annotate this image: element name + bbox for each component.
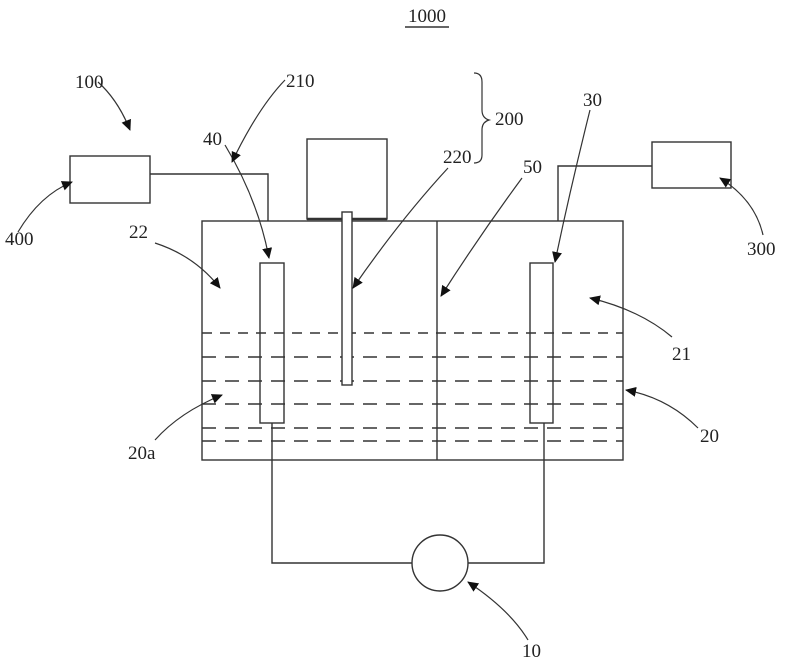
leader-50 [440,177,523,297]
probe-220 [341,211,353,386]
electrode-30 [529,262,554,424]
label-210: 210 [286,71,315,92]
leader-20 [625,386,699,429]
label-40: 40 [203,129,222,150]
label-20: 20 [700,426,719,447]
box-300 [651,141,732,189]
leader-100 [97,81,131,131]
label-20a: 20a [128,443,156,464]
label-30: 30 [583,90,602,111]
box-400 [69,155,151,204]
label-21: 21 [672,344,691,365]
leader-210 [231,79,286,163]
connector-400 [150,173,269,221]
wire-right [468,423,545,564]
label-100: 100 [75,72,104,93]
leader-400 [17,181,73,233]
connector-300 [557,165,652,221]
box-210 [306,138,388,220]
leader-21 [589,295,673,338]
label-10: 10 [522,641,541,662]
label-400: 400 [5,229,34,250]
label-220: 220 [443,147,472,168]
leader-220 [352,167,449,289]
label-300: 300 [747,239,776,260]
tank-20 [201,220,624,461]
leader-30 [552,109,591,263]
group-brace-200 [473,72,492,164]
label-22: 22 [129,222,148,243]
wire-left [271,423,412,564]
leader-20a [154,394,223,441]
leader-300 [719,177,764,236]
label-50: 50 [523,157,542,178]
leader-22 [154,242,221,289]
figure-title: 1000 [408,6,446,27]
label-200: 200 [495,109,524,130]
leader-10 [467,581,529,641]
power-source-10 [411,534,469,592]
